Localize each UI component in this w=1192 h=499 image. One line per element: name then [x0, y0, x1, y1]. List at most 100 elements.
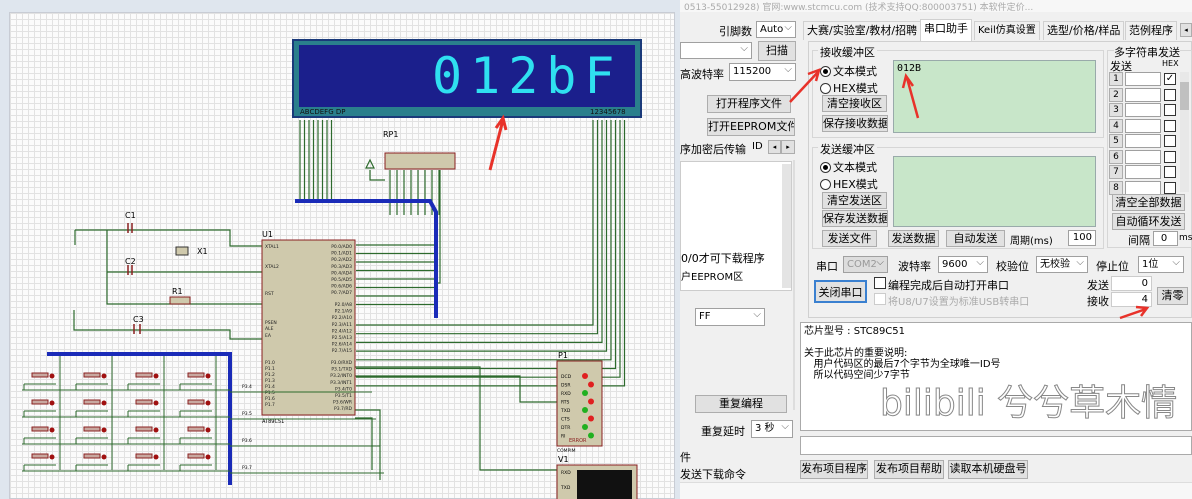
keypad-button[interactable] [23, 426, 56, 444]
save-receive-button[interactable]: 保存接收数据 [822, 115, 888, 132]
interval-input[interactable]: 0 [1153, 231, 1178, 246]
multi-hex-checkbox[interactable] [1164, 166, 1176, 178]
repeat-program-button[interactable]: 重复编程 [695, 395, 787, 413]
stop-select[interactable]: 1位 [1138, 256, 1184, 273]
send-hex-mode[interactable]: HEX模式 [820, 176, 878, 192]
mcu-pin-label: P1.2 [265, 372, 275, 378]
receive-textarea[interactable]: 012B [893, 60, 1096, 133]
multi-send-input[interactable] [1125, 118, 1161, 133]
keypad-button[interactable] [23, 453, 56, 471]
multi-send-input[interactable] [1125, 165, 1161, 179]
tab-serial-assistant[interactable]: 串口助手 [920, 19, 972, 41]
parity-select[interactable]: 无校验 [1036, 256, 1088, 273]
clear-all-button[interactable]: 清空全部数据 [1112, 194, 1185, 211]
multi-hex-checkbox[interactable] [1164, 181, 1176, 194]
multi-hex-checkbox[interactable]: ✓ [1164, 73, 1176, 85]
keypad-button[interactable] [127, 453, 160, 471]
keypad-button[interactable] [179, 453, 212, 471]
receive-text-mode[interactable]: 文本模式 [820, 63, 877, 79]
keypad-button[interactable] [75, 453, 108, 471]
port-scan-select[interactable] [680, 42, 752, 59]
keypad-button[interactable] [179, 426, 212, 444]
keypad-button[interactable] [75, 426, 108, 444]
port-select[interactable]: COM2 [843, 256, 888, 273]
reset-count-button[interactable]: 清零 [1157, 287, 1188, 305]
multi-send-input[interactable] [1125, 103, 1161, 117]
save-send-button[interactable]: 保存发送数据 [822, 210, 888, 227]
period-input[interactable]: 100 [1068, 230, 1096, 246]
keypad-button[interactable] [127, 426, 160, 444]
send-download-label: 发送下载命令 [680, 468, 746, 481]
pin-count-select[interactable]: Auto [756, 21, 796, 38]
multi-send-input[interactable] [1125, 149, 1161, 164]
key-net-label: P3.4 [242, 384, 252, 390]
tab-contest[interactable]: 大赛/实验室/教材/招聘 [803, 21, 922, 40]
send-data-button[interactable]: 发送数据 [888, 230, 939, 247]
tab-examples[interactable]: 范例程序 [1125, 21, 1177, 40]
auto-send-button[interactable]: 自动发送 [946, 230, 1005, 247]
publish-help-button[interactable]: 发布项目帮助 [874, 460, 944, 479]
close-port-button[interactable]: 关闭串口 [814, 280, 867, 303]
r1-label: R1 [172, 287, 183, 296]
scroll-left-button[interactable]: ◂ [768, 140, 781, 154]
keypad-button[interactable] [127, 372, 160, 390]
mcu-pin-label: P3.6/WR [333, 400, 352, 406]
keypad-button[interactable] [179, 399, 212, 417]
send-text-mode[interactable]: 文本模式 [820, 159, 877, 175]
tab-keil-settings[interactable]: Keil仿真设置 [974, 21, 1040, 40]
tab-selection[interactable]: 选型/价格/样品 [1043, 21, 1125, 40]
open-program-button[interactable]: 打开程序文件 [707, 95, 791, 113]
multi-hex-checkbox[interactable] [1164, 104, 1176, 116]
multi-send-row-button[interactable]: 8 [1109, 180, 1123, 195]
p1-led [582, 390, 588, 396]
multi-send-row-button[interactable]: 2 [1109, 87, 1123, 102]
auto-loop-button[interactable]: 自动循环发送 [1112, 213, 1185, 230]
multi-hex-checkbox[interactable] [1164, 119, 1176, 132]
clear-send-button[interactable]: 清空发送区 [822, 192, 887, 209]
scan-button[interactable]: 扫描 [758, 41, 796, 61]
multi-send-input[interactable] [1125, 180, 1161, 195]
p1-pin-label: RXD [561, 391, 571, 397]
receive-hex-mode[interactable]: HEX模式 [820, 80, 878, 96]
fill-value-select[interactable]: FF [695, 308, 765, 326]
tab-scroll-button[interactable]: ◂ [1180, 23, 1192, 37]
open-eeprom-button[interactable]: 打开EEPROM文件 [707, 118, 795, 136]
keypad-button[interactable] [127, 399, 160, 417]
multi-send-row-button[interactable]: 5 [1109, 134, 1123, 148]
multi-hex-checkbox[interactable] [1164, 88, 1176, 101]
multi-hex-checkbox[interactable] [1164, 150, 1176, 163]
keypad-button[interactable] [75, 372, 108, 390]
multi-send-row-button[interactable]: 4 [1109, 118, 1123, 133]
v1-label: V1 [558, 455, 569, 464]
multi-send-input[interactable] [1125, 134, 1161, 148]
clear-receive-button[interactable]: 清空接收区 [822, 95, 887, 112]
send-file-button[interactable]: 发送文件 [822, 230, 877, 247]
multi-send-row-button[interactable]: 6 [1109, 149, 1123, 164]
repeat-delay-select[interactable]: 3 秒 [751, 420, 793, 438]
keypad-button[interactable] [179, 372, 212, 390]
keypad-button[interactable] [23, 399, 56, 417]
multi-hex-checkbox[interactable] [1164, 135, 1176, 147]
options-scrollbar[interactable] [782, 164, 791, 288]
usb-option-checkbox[interactable] [874, 293, 886, 305]
baud-select[interactable]: 9600 [938, 256, 988, 273]
read-disk-button[interactable]: 读取本机硬盘号 [948, 460, 1028, 479]
multi-send-input[interactable] [1125, 87, 1161, 102]
options-list[interactable]: 0/0才可下载程序 户EEPROM区 [680, 161, 792, 291]
mcu-pin-label: P1.0 [265, 360, 275, 366]
display-digit-label: 12345678 [590, 108, 626, 116]
bottom-bar [680, 482, 1192, 499]
keypad-button[interactable] [75, 399, 108, 417]
multi-send-row-button[interactable]: 3 [1109, 103, 1123, 117]
multi-send-row-button[interactable]: 7 [1109, 165, 1123, 179]
auto-open-checkbox[interactable] [874, 277, 886, 289]
keypad-button[interactable] [23, 372, 56, 390]
multi-scrollbar[interactable] [1180, 72, 1189, 192]
multi-send-row-button[interactable]: 1 [1109, 72, 1123, 86]
send-textarea[interactable] [893, 156, 1096, 227]
scroll-right-button[interactable]: ▸ [781, 140, 795, 154]
multi-send-input[interactable] [1125, 72, 1161, 86]
publish-program-button[interactable]: 发布项目程序 [800, 460, 868, 479]
high-baud-select[interactable]: 115200 [729, 63, 796, 81]
mcu-pin-label: P2.6/A14 [332, 342, 352, 348]
